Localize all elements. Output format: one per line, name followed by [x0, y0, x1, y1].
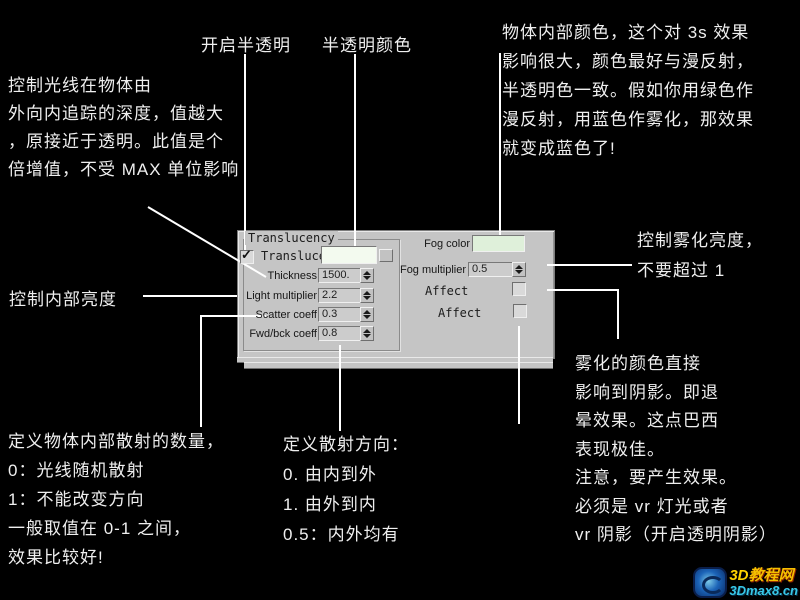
- fwdbck-coeff-field[interactable]: 0.8: [318, 326, 361, 341]
- affect1-label: Affect: [425, 284, 469, 298]
- annotation-fog-shadow-block: 雾化的颜色直接 影响到阴影。即退 晕效果。这点巴西 表现极佳。 注意，要产生效果…: [575, 350, 777, 550]
- spinner-down-icon: [363, 276, 371, 280]
- annotation-line: 雾化的颜色直接: [575, 354, 701, 373]
- annotation-line: ，原接近于透明。此值是个: [8, 132, 224, 151]
- spinner-up-icon: [363, 271, 371, 275]
- fwdbck-coeff-label: Fwd/bck coeff: [249, 328, 317, 340]
- spinner-down-icon: [515, 270, 523, 274]
- scatter-coeff-label: Scatter coeff: [255, 309, 317, 321]
- groupbox-title: Translucency: [245, 231, 338, 245]
- fog-multiplier-spinner[interactable]: [512, 262, 526, 277]
- annotation-line: 0. 由内到外: [283, 465, 377, 484]
- logo-title: 3D教程网: [729, 568, 798, 583]
- logo-swirl-icon: [693, 567, 728, 598]
- affect2-checkbox[interactable]: [513, 304, 527, 318]
- annotation-line: 效果比较好!: [8, 548, 104, 567]
- spinner-down-icon: [363, 334, 371, 338]
- annotation-line: 定义物体内部散射的数量，: [8, 432, 224, 451]
- spinner-down-icon: [363, 296, 371, 300]
- panel-bottom-strip-2: [244, 362, 553, 369]
- annotation-line: 1. 由外到内: [283, 495, 377, 514]
- light-multiplier-label: Light multiplier: [246, 290, 317, 302]
- thickness-spinner[interactable]: [360, 268, 374, 283]
- annotation-line: 就变成蓝色了!: [502, 139, 616, 158]
- logo-text: 3D教程网 3Dmax8.cn: [729, 568, 798, 598]
- annotation-thickness-block: 控制光线在物体由 外向内追踪的深度，值越大 ，原接近于透明。此值是个 倍增值，不…: [8, 72, 239, 184]
- annotation-line: 半透明色一致。假如你用绿色作: [502, 81, 754, 100]
- affect2-label: Affect: [438, 306, 482, 320]
- annotation-line: 倍增值，不受 MAX 单位影响: [8, 160, 240, 179]
- translucent-checkbox-label: Transluce: [261, 249, 327, 263]
- spinner-up-icon: [515, 265, 523, 269]
- logo-3d-text: 3D: [729, 566, 749, 584]
- annotation-line: 注意，要产生效果。: [575, 468, 737, 487]
- logo-site-url: 3Dmax8.cn: [729, 582, 798, 598]
- translucent-color-swatch[interactable]: [321, 246, 377, 264]
- spinner-up-icon: [363, 310, 371, 314]
- annotation-line: 物体内部颜色，这个对 3s 效果: [502, 23, 750, 42]
- spinner-down-icon: [363, 315, 371, 319]
- translucent-checkbox[interactable]: ✓: [240, 247, 254, 264]
- thickness-field[interactable]: 1500.: [318, 268, 361, 283]
- annotation-line: 晕效果。这点巴西: [575, 411, 719, 430]
- light-multiplier-spinner[interactable]: [360, 288, 374, 303]
- fog-color-label: Fog color: [424, 238, 470, 250]
- fog-color-swatch[interactable]: [472, 235, 525, 252]
- logo-brand-text: 教程网: [748, 566, 794, 584]
- annotation-line: 影响很大，颜色最好与漫反射，: [502, 52, 754, 71]
- annotation-fog-brightness-block: 控制雾化亮度， 不要超过 1: [637, 226, 763, 286]
- annotation-line: 表现极佳。: [575, 439, 665, 459]
- annotation-line: 控制雾化亮度，: [637, 231, 763, 250]
- annotation-line: 0.5：内外均有: [283, 525, 400, 544]
- annotation-line: 0：光线随机散射: [8, 461, 145, 480]
- scatter-coeff-spinner[interactable]: [360, 307, 374, 322]
- annotation-line: 必须是 vr 灯光或者: [575, 496, 729, 516]
- annotation-line: 外向内追踪的深度，值越大: [8, 104, 224, 123]
- annotation-line: vr 阴影（开启透明阴影）: [575, 525, 777, 544]
- translucent-map-button[interactable]: [379, 249, 393, 262]
- annotation-internal-brightness: 控制内部亮度: [9, 290, 117, 309]
- annotation-translucent-color: 半透明颜色: [322, 36, 412, 55]
- annotation-line: 定义散射方向：: [283, 435, 409, 454]
- fog-multiplier-label: Fog multiplier: [399, 264, 466, 276]
- annotation-line: 1：不能改变方向: [8, 490, 145, 509]
- annotation-line: 一般取值在 0-1 之间，: [8, 519, 192, 538]
- affect1-checkbox[interactable]: [512, 282, 526, 296]
- annotation-scatter-direction-block: 定义散射方向： 0. 由内到外 1. 由外到内 0.5：内外均有: [283, 430, 409, 550]
- annotation-fogcolor-block: 物体内部颜色，这个对 3s 效果 影响很大，颜色最好与漫反射， 半透明色一致。假…: [502, 18, 754, 163]
- checkmark-icon: ✓: [241, 247, 252, 262]
- scatter-coeff-field[interactable]: 0.3: [318, 307, 361, 322]
- light-multiplier-field[interactable]: 2.2: [318, 288, 361, 303]
- annotation-line: 不要超过 1: [637, 261, 726, 280]
- fwdbck-coeff-spinner[interactable]: [360, 326, 374, 341]
- annotation-line: 影响到阴影。即退: [575, 382, 719, 402]
- spinner-up-icon: [363, 329, 371, 333]
- annotation-enable-translucency: 开启半透明: [201, 36, 291, 55]
- spinner-up-icon: [363, 291, 371, 295]
- annotation-scatter-block: 定义物体内部散射的数量， 0：光线随机散射 1：不能改变方向 一般取值在 0-1…: [8, 427, 224, 572]
- thickness-label: Thickness: [267, 270, 317, 282]
- fog-multiplier-field[interactable]: 0.5: [468, 262, 513, 277]
- site-watermark: 3D教程网 3Dmax8.cn: [693, 567, 798, 598]
- annotation-line: 漫反射，用蓝色作雾化，那效果: [502, 110, 754, 129]
- annotation-line: 控制光线在物体由: [8, 76, 152, 95]
